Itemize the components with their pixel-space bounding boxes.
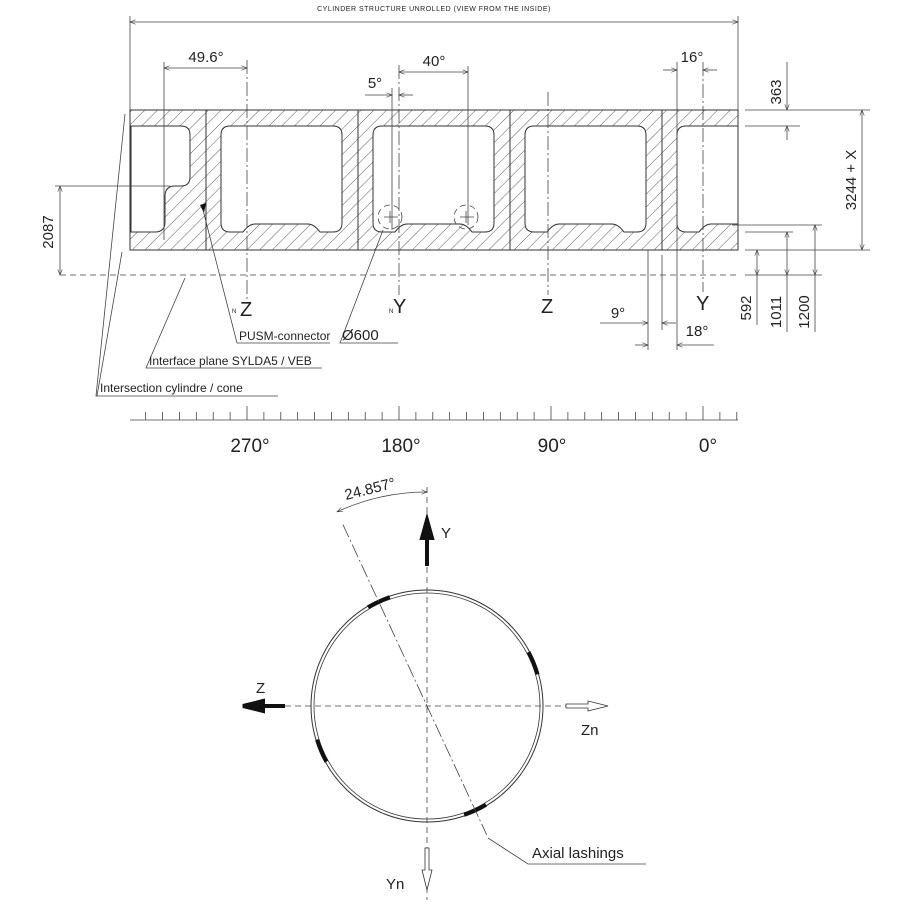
unrolled-cylinder-structure (129, 109, 739, 251)
interface-leader (145, 277, 322, 369)
cross-section-view (242, 487, 646, 900)
lashing-axis-line (342, 524, 488, 836)
intersection-leader (95, 113, 278, 397)
axial-lashing-mark (366, 595, 391, 610)
scale-label: 90° (538, 436, 567, 457)
callout-pusm: PUSM-connector (239, 329, 330, 343)
cell-opening (372, 125, 495, 233)
dimension-363: 363 (768, 79, 785, 104)
dimension-1011: 1011 (768, 296, 785, 328)
axis-label-y: Y (696, 293, 709, 315)
axis-label-y: Y (393, 296, 406, 318)
y-arrow-icon (419, 512, 435, 566)
drawing-title: CYLINDER STRUCTURE UNROLLED (VIEW FROM T… (317, 6, 551, 13)
callout-intersection: Intersection cylindre / cone (100, 381, 243, 395)
callout-interface: Interface plane SYLDA5 / VEB (149, 354, 312, 368)
axis-label-z: Z (541, 296, 553, 318)
axial-lashing-mark (315, 739, 329, 763)
hole-outline (453, 204, 479, 230)
normal-mark: N (389, 309, 393, 315)
degree-scale (130, 406, 738, 421)
yn-arrow-icon (421, 847, 433, 891)
axial-lashing-mark (526, 651, 540, 675)
section-label-yn: Yn (386, 876, 404, 893)
vertical-dimensions (55, 62, 870, 332)
normal-mark: N (232, 309, 236, 315)
section-label-zn: Zn (581, 722, 599, 739)
angle-label: 16° (681, 49, 704, 66)
angle-label: 18° (686, 323, 709, 340)
cell-opening (524, 125, 647, 233)
scale-label: 270° (230, 436, 269, 457)
angle-arc (336, 489, 428, 513)
hole-leader (339, 229, 398, 344)
dimension-1200: 1200 (796, 295, 813, 328)
zn-arrow-icon (565, 700, 609, 712)
cell-opening (130, 125, 191, 233)
angle-label: 49.6° (188, 49, 223, 66)
lashings-leader (487, 837, 646, 865)
dimension-592: 592 (738, 295, 755, 320)
scale-label: 0° (699, 436, 717, 457)
section-label-y: Y (441, 525, 451, 542)
callout-hole-diameter: Ø600 (342, 327, 379, 344)
hole-center-marks (384, 211, 474, 223)
angle-label: 40° (423, 53, 446, 70)
axis-label-z: Z (240, 299, 252, 321)
cell-opening (676, 125, 739, 233)
angle-label: 5° (368, 75, 382, 92)
scale-label: 180° (381, 436, 420, 457)
angle-label: 9° (611, 305, 625, 322)
z-arrow-icon (242, 698, 285, 714)
pusm-leader (202, 209, 330, 344)
dimension-height: 3244 + X (843, 150, 860, 210)
hole-outline (377, 204, 403, 230)
cell-opening (220, 125, 343, 233)
pusm-connector-marker (200, 203, 206, 213)
section-label-z: Z (256, 680, 265, 697)
callout-axial-lashings: Axial lashings (532, 845, 624, 862)
dimension-2087: 2087 (40, 215, 57, 248)
